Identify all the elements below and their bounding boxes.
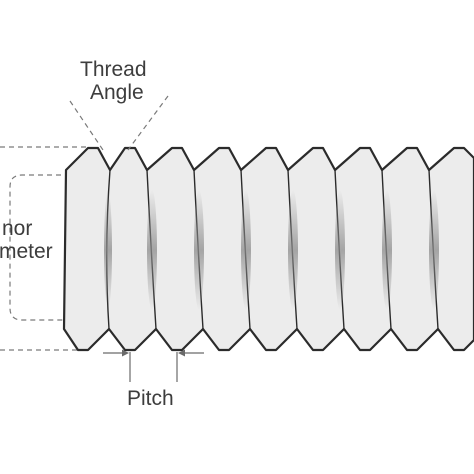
pitch-arrowhead-right bbox=[178, 349, 185, 357]
crest-shade bbox=[335, 190, 345, 310]
thread-shading bbox=[104, 190, 439, 310]
crest-shade bbox=[241, 190, 251, 310]
crest-shade bbox=[194, 190, 204, 310]
pitch-arrowhead-left bbox=[122, 349, 129, 357]
minor-diameter-label-line2: meter bbox=[0, 240, 53, 263]
minor-diameter-label-line1: nor bbox=[2, 217, 33, 240]
thread-angle-label-line2: Angle bbox=[90, 81, 144, 104]
minor-diameter-bracket bbox=[9, 174, 70, 321]
pitch-dimension bbox=[103, 352, 204, 382]
crest-shade bbox=[104, 192, 112, 308]
crest-shade bbox=[147, 190, 157, 310]
pitch-label: Pitch bbox=[127, 387, 174, 410]
thread-body bbox=[62, 146, 474, 352]
pitch-arrowheads bbox=[122, 349, 185, 357]
crest-shade bbox=[429, 190, 439, 310]
thread-angle-right-line bbox=[127, 95, 169, 151]
thread-angle-left-line bbox=[69, 100, 104, 151]
crest-shade bbox=[382, 190, 392, 310]
crest-shade bbox=[288, 190, 298, 310]
thread-angle-lines bbox=[69, 95, 169, 151]
thread-angle-label-line1: Thread bbox=[80, 58, 147, 81]
